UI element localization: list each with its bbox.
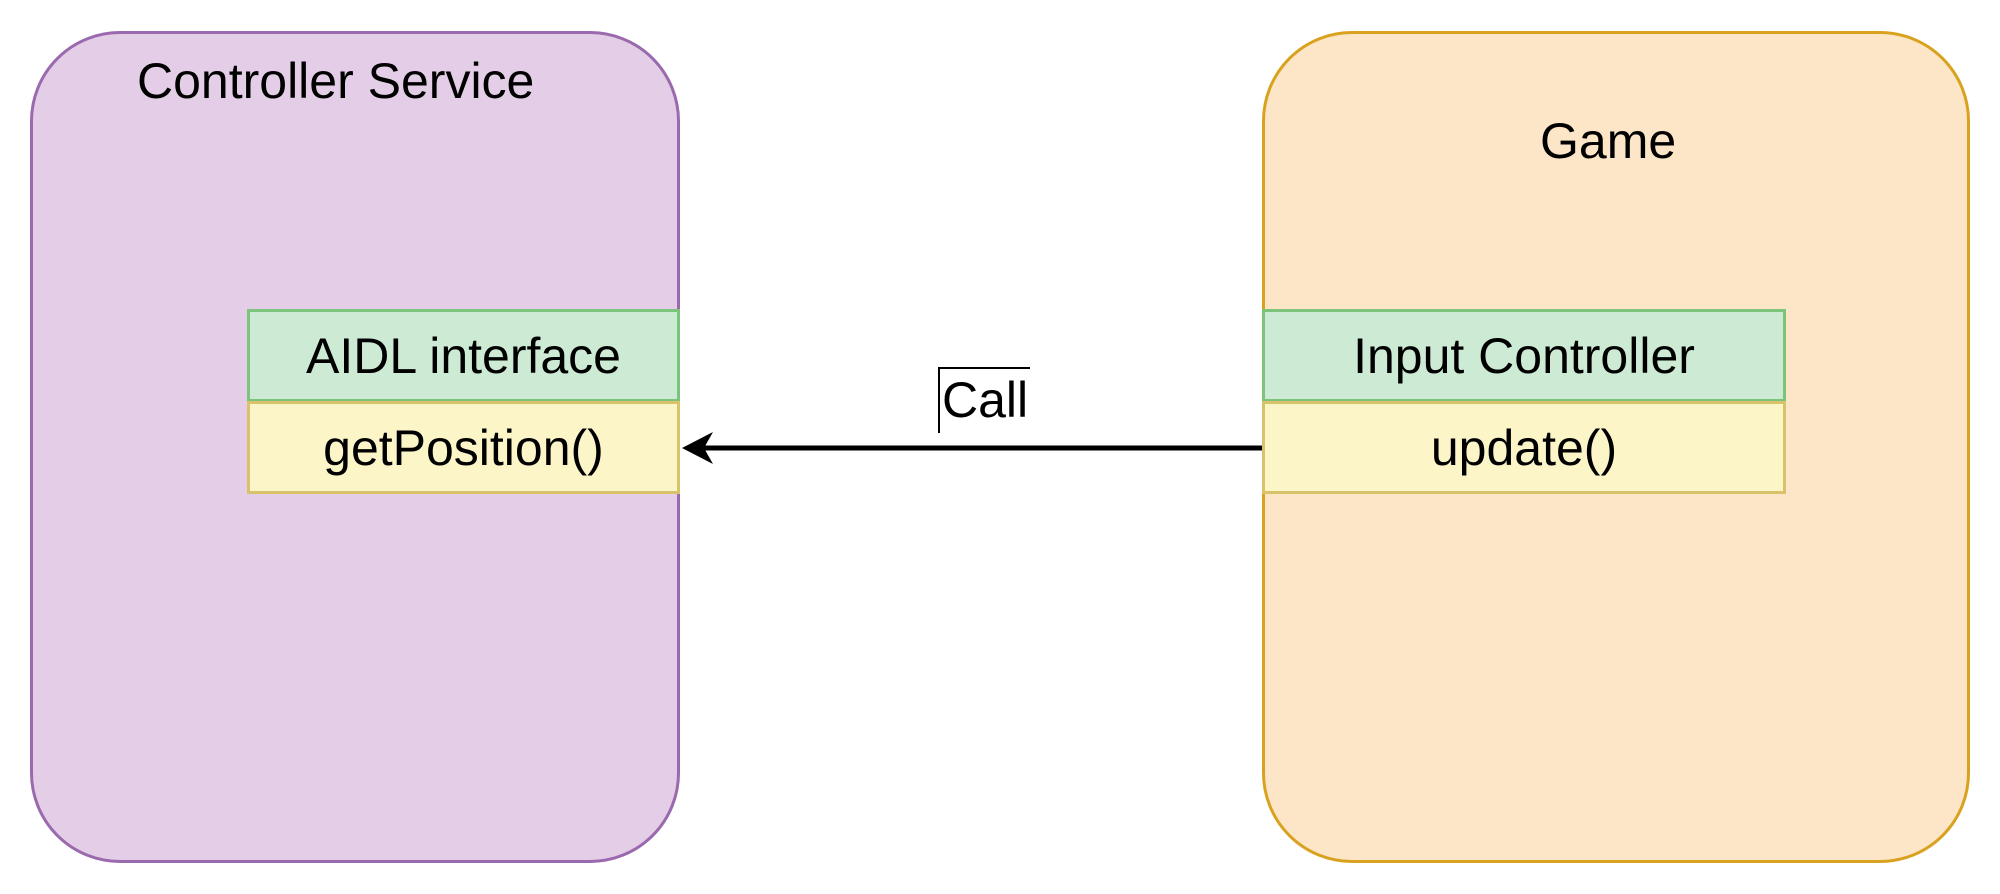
- call-edge-label: Call: [938, 367, 1031, 433]
- game-title: Game: [1540, 113, 1677, 169]
- update-method: update(): [1262, 401, 1786, 494]
- get-position-method: getPosition(): [247, 401, 680, 494]
- aidl-interface-header: AIDL interface: [247, 309, 680, 402]
- controller-service-title: Controller Service: [137, 53, 535, 109]
- call-arrow-head: [682, 432, 713, 464]
- input-controller-header: Input Controller: [1262, 309, 1786, 402]
